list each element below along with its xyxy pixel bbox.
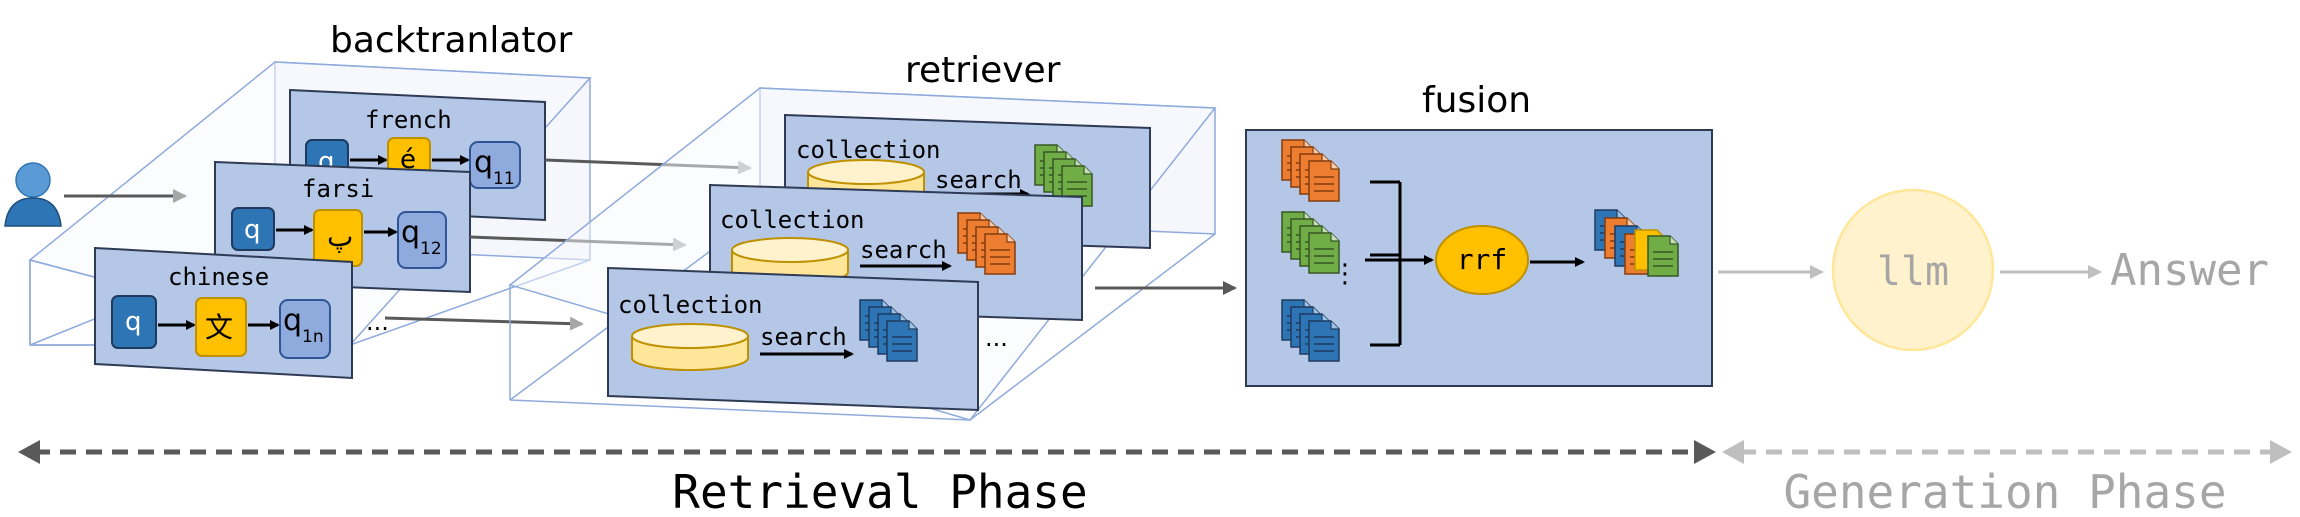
fusion-vertical-ellipsis: ⋮	[1332, 259, 1358, 289]
collection-cylinder-3	[631, 323, 749, 371]
rrf-label: rrf	[1457, 243, 1508, 276]
collection-label-3: collection	[618, 291, 763, 319]
fusion-stage: fusion ⋮ rrf	[1245, 80, 1713, 387]
panel-farsi: farsi q پ q12	[214, 160, 471, 294]
query-chinese: q	[125, 307, 142, 337]
retrieval-phase-label: Retrieval Phase	[672, 465, 1087, 517]
search-label-3: search	[760, 323, 847, 351]
collection-label-2: collection	[720, 206, 865, 234]
fused-docs	[1594, 209, 1679, 277]
lang-label-french: french	[365, 106, 452, 134]
glyph-farsi: پ	[327, 220, 353, 253]
backtranslator-stage: backtranlator french q é q11	[28, 20, 592, 380]
search-label-2: search	[860, 236, 947, 264]
panel-chinese: chinese q 文 q1n	[94, 246, 353, 380]
out-chinese: q1n	[283, 303, 324, 347]
generation-phase-label: Generation Phase	[1783, 465, 2226, 517]
llm-label: llm	[1877, 249, 1949, 295]
answer-label: Answer	[2110, 245, 2269, 296]
retriever-title: retriever	[905, 50, 1061, 91]
retriever-ellipsis: ...	[985, 324, 1008, 352]
lang-label-chinese: chinese	[168, 263, 269, 291]
arrow-q1n	[384, 316, 584, 331]
backtranslator-ellipsis: ...	[366, 308, 389, 336]
backtranslator-title: backtranlator	[330, 20, 573, 61]
generation-phase-bar	[1722, 440, 2292, 464]
retrieval-phase-bar	[18, 440, 1716, 464]
out-french: q11	[474, 145, 515, 189]
rrf-node	[1435, 225, 1529, 295]
glyph-chinese: 文	[205, 311, 233, 344]
fusion-title: fusion	[1422, 80, 1531, 121]
retriever-stage: retriever collection search collection s…	[508, 50, 1217, 421]
search-label-1: search	[935, 166, 1022, 194]
glyph-french: é	[400, 145, 416, 175]
lang-label-farsi: farsi	[302, 175, 374, 203]
retriever-panel-3: collection search ...	[607, 266, 1008, 412]
query-farsi: q	[244, 215, 261, 245]
llm-node	[1831, 188, 1995, 352]
fusion-connectors	[1365, 180, 1434, 347]
out-farsi: q12	[401, 215, 442, 259]
user-icon	[4, 162, 62, 227]
